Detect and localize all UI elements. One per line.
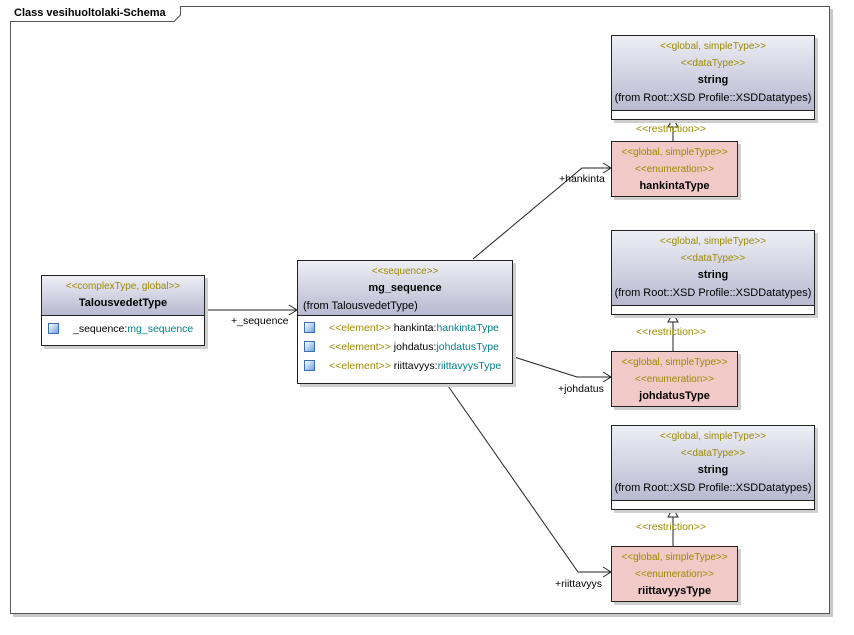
edge-label-sequence: +_sequence (231, 315, 289, 327)
attribute-name: riittavyys: (390, 360, 438, 372)
frame-title: Class vesihuoltolaki-Schema (10, 6, 181, 22)
edge-label-hankinta: +hankinta (559, 173, 605, 185)
attribute-name: johdatus: (390, 341, 437, 353)
stereotype: <<global, simpleType>> (659, 41, 767, 52)
generalization-arrowhead-3 (667, 506, 679, 518)
generalization-arrowhead-1 (667, 116, 679, 128)
class-string-2[interactable]: <<global, simpleType>> <<dataType>> stri… (611, 230, 815, 315)
element-icon (304, 321, 315, 333)
attribute-section: _sequence:mg_sequence (42, 315, 204, 339)
attribute-section (612, 500, 814, 507)
class-string-3[interactable]: <<global, simpleType>> <<dataType>> stri… (611, 425, 815, 510)
namespace-label: (from Root::XSD Profile::XSDDatatypes) (614, 92, 812, 104)
attribute-section (612, 305, 814, 312)
stereotype: <<global, simpleType>> (659, 431, 767, 442)
attribute-row-hankinta[interactable]: <<element>> hankinta:hankintaType (298, 319, 512, 338)
class-mg-sequence[interactable]: <<sequence>> mg_sequence (from Talousved… (297, 260, 513, 384)
namespace-label: (from Root::XSD Profile::XSDDatatypes) (614, 482, 812, 494)
class-name: string (697, 269, 729, 281)
restriction-label-2: <<restriction>> (636, 326, 707, 338)
edge-label-johdatus: +johdatus (558, 383, 604, 395)
element-keyword: <<element>> (329, 341, 391, 353)
class-name: hankintaType (639, 180, 710, 192)
attribute-type: mg_sequence (127, 323, 194, 335)
stereotype: <<dataType>> (680, 448, 746, 459)
attribute-icon (48, 322, 59, 334)
attribute-type: hankintaType (436, 322, 499, 334)
stereotype: <<global, simpleType>> (659, 236, 767, 247)
element-icon (304, 359, 315, 371)
class-talousvedettype[interactable]: <<complexType, global>> TalousvedetType … (41, 275, 205, 346)
class-hankintatype[interactable]: <<global, simpleType>> <<enumeration>> h… (611, 141, 738, 197)
stereotype: <<dataType>> (680, 253, 746, 264)
class-name: johdatusType (639, 390, 710, 402)
class-riittavyystype[interactable]: <<global, simpleType>> <<enumeration>> r… (611, 546, 738, 602)
element-keyword: <<element>> (329, 360, 391, 372)
class-johdatustype[interactable]: <<global, simpleType>> <<enumeration>> j… (611, 351, 738, 407)
namespace-label: (from TalousvedetType) (303, 300, 418, 312)
class-string-1[interactable]: <<global, simpleType>> <<dataType>> stri… (611, 35, 815, 120)
stereotype: <<sequence>> (371, 266, 439, 277)
generalization-arrowhead-2 (667, 311, 679, 323)
stereotype: <<global, simpleType>> (621, 357, 728, 368)
attribute-row[interactable]: _sequence:mg_sequence (42, 320, 204, 339)
attribute-name: _sequence: (73, 323, 128, 335)
edge-riittavyys (445, 382, 611, 573)
class-name: riittavyysType (637, 585, 712, 597)
stereotype: <<complexType, global>> (65, 281, 181, 292)
stereotype: <<global, simpleType>> (621, 552, 728, 563)
element-icon (304, 340, 315, 352)
attribute-name: hankinta: (390, 322, 437, 334)
element-keyword: <<element>> (329, 322, 391, 334)
class-name: TalousvedetType (78, 297, 168, 309)
stereotype: <<global, simpleType>> (621, 147, 728, 158)
edge-hankinta (472, 167, 611, 260)
attribute-type: johdatusType (436, 341, 499, 353)
attribute-type: riittavyysType (437, 360, 502, 372)
namespace-label: (from Root::XSD Profile::XSDDatatypes) (614, 287, 812, 299)
attribute-section: <<element>> hankinta:hankintaType <<elem… (298, 315, 512, 376)
stereotype: <<enumeration>> (635, 164, 714, 175)
class-name: mg_sequence (368, 282, 442, 294)
attribute-row-johdatus[interactable]: <<element>> johdatus:johdatusType (298, 338, 512, 357)
class-name: string (697, 74, 729, 86)
edge-label-riittavyys: +riittavyys (555, 578, 602, 590)
class-name: string (697, 464, 729, 476)
attribute-row-riittavyys[interactable]: <<element>> riittavyys:riittavyysType (298, 357, 512, 376)
stereotype: <<dataType>> (680, 58, 746, 69)
restriction-label-1: <<restriction>> (636, 123, 707, 135)
stereotype: <<enumeration>> (635, 374, 714, 385)
restriction-label-3: <<restriction>> (636, 521, 707, 533)
edge-johdatus (510, 355, 611, 378)
stereotype: <<enumeration>> (635, 569, 714, 580)
attribute-section (612, 110, 814, 117)
